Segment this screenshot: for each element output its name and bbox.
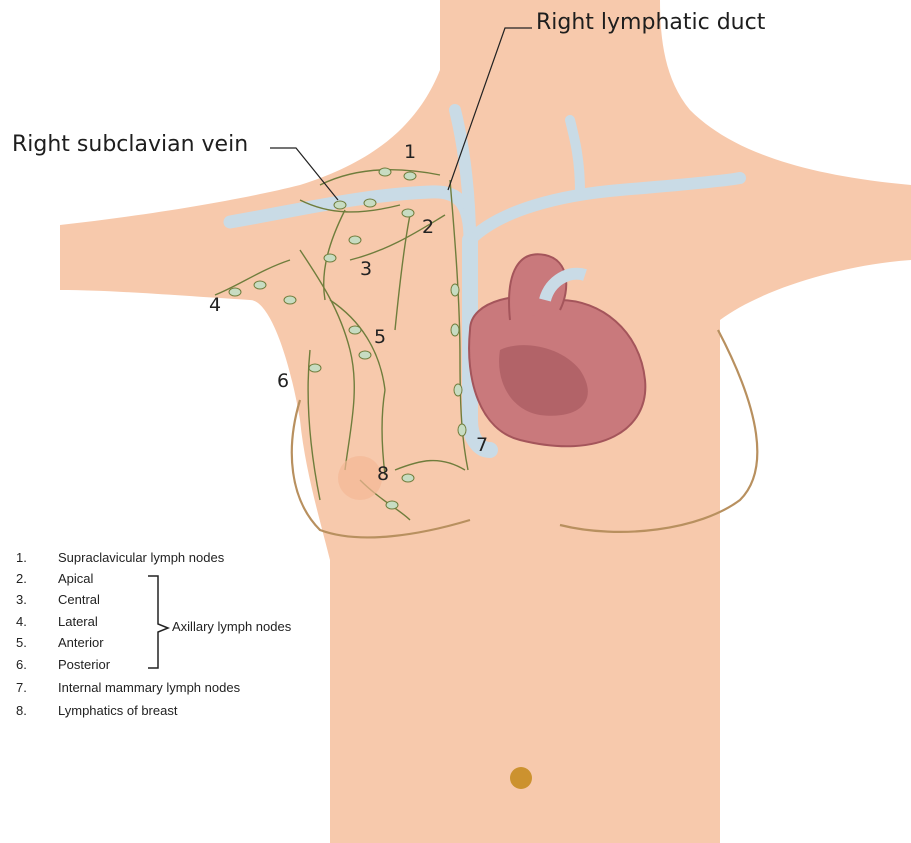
node-number-5: 5 xyxy=(374,326,386,348)
legend-item-number: 3. xyxy=(16,592,58,607)
node-number-8: 8 xyxy=(377,463,389,485)
legend-item: 1.Supraclavicular lymph nodes xyxy=(16,550,224,572)
legend-bracket xyxy=(148,576,168,668)
legend-item: 8.Lymphatics of breast xyxy=(16,703,177,725)
node-number-4: 4 xyxy=(209,294,221,316)
legend-item: 2.Apical xyxy=(16,571,93,593)
torso xyxy=(60,0,911,843)
legend-item: 5.Anterior xyxy=(16,635,104,657)
legend-item-text: Lymphatics of breast xyxy=(58,703,177,718)
legend-item-text: Apical xyxy=(58,571,93,586)
node-number-6: 6 xyxy=(277,370,289,392)
legend-item-text: Lateral xyxy=(58,614,98,629)
legend-item-text: Central xyxy=(58,592,100,607)
legend-item: 4.Lateral xyxy=(16,614,98,636)
legend-item: 3.Central xyxy=(16,592,100,614)
legend-item: 6.Posterior xyxy=(16,657,110,679)
right-lymphatic-duct-label: Right lymphatic duct xyxy=(536,10,765,35)
legend-item-text: Internal mammary lymph nodes xyxy=(58,680,240,695)
legend-item-text: Posterior xyxy=(58,657,110,672)
legend-item-number: 2. xyxy=(16,571,58,586)
legend-item-number: 4. xyxy=(16,614,58,629)
node-number-2: 2 xyxy=(422,216,434,238)
node-number-7: 7 xyxy=(476,434,488,456)
areola xyxy=(338,456,382,500)
navel xyxy=(510,767,532,789)
axillary-bracket-label: Axillary lymph nodes xyxy=(172,619,291,634)
legend-item-number: 5. xyxy=(16,635,58,650)
legend-item-text: Supraclavicular lymph nodes xyxy=(58,550,224,565)
node-number-3: 3 xyxy=(360,258,372,280)
right-subclavian-vein-label: Right subclavian vein xyxy=(12,132,248,157)
legend-item-number: 7. xyxy=(16,680,58,695)
node-number-1: 1 xyxy=(404,141,416,163)
legend-item-text: Anterior xyxy=(58,635,104,650)
legend-item-number: 8. xyxy=(16,703,58,718)
legend-item-number: 1. xyxy=(16,550,58,565)
legend-item: 7.Internal mammary lymph nodes xyxy=(16,680,240,702)
legend-item-number: 6. xyxy=(16,657,58,672)
